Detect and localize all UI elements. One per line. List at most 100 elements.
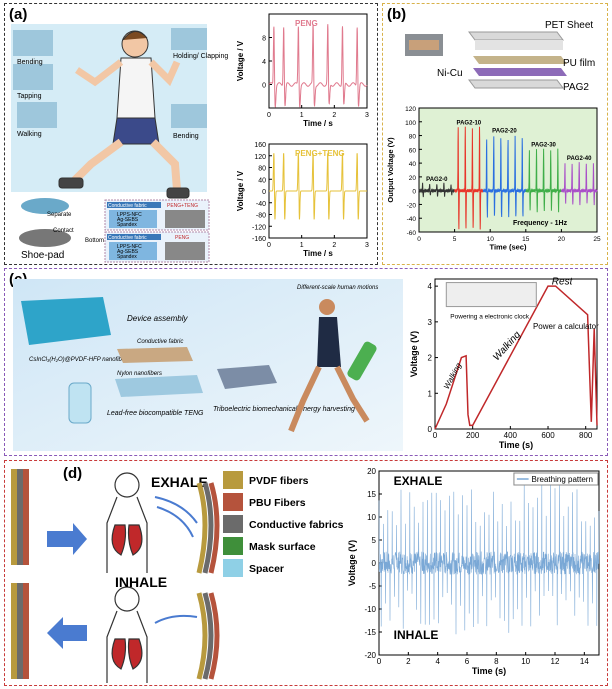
x-tick-label: 2: [406, 657, 411, 666]
series-line: [482, 135, 527, 218]
y-tick-label: -40: [407, 216, 417, 223]
panel-a-label: (a): [9, 6, 28, 23]
y-tick-label: -80: [256, 213, 266, 220]
y-tick-label: 0: [262, 189, 266, 196]
x-tick-label: 10: [487, 236, 495, 243]
y-tick-label: 0: [372, 559, 377, 568]
panel-d-label: (d): [63, 465, 83, 482]
motion-label: Bending: [173, 133, 199, 140]
device-label: PENG+TENG: [167, 203, 198, 209]
y-tick-label: -20: [407, 202, 417, 209]
pag-label: PAG2: [563, 82, 589, 93]
x-tick-label: 2: [332, 112, 336, 119]
series-label: PAG2-30: [531, 142, 556, 148]
x-tick-label: 1: [300, 112, 304, 119]
y-tick-label: 40: [409, 161, 417, 168]
x-tick-label: 0: [267, 242, 271, 249]
panel-a-illustration: Bending Tapping Walking Holding/ Clappin…: [11, 24, 228, 263]
legend-swatch: [223, 537, 243, 555]
y-tick-label: 80: [258, 166, 266, 173]
y-tick-label: 5: [372, 536, 377, 545]
series-label: PAG2-40: [567, 156, 592, 162]
x-tick-label: 6: [465, 657, 470, 666]
lead-free-label: Lead-free biocompatible TENG: [107, 410, 204, 417]
legend-label: Mask surface: [249, 541, 316, 553]
x-tick-label: 12: [551, 657, 560, 666]
x-tick-label: 800: [579, 431, 593, 440]
y-tick-label: 80: [409, 134, 417, 141]
mask-layers-left: [11, 469, 29, 679]
legend-swatch: [223, 493, 243, 511]
x-tick-label: 0: [267, 112, 271, 119]
contact-label: Contact: [53, 228, 74, 234]
shoe-stack: Separate Contact Bottom Shoe-pad: [19, 198, 104, 261]
motion-label: Walking: [17, 131, 42, 138]
human-inhale: [106, 586, 148, 683]
plot-frame: [418, 107, 598, 233]
x-tick-label: 0: [377, 657, 382, 666]
series-label: PAG2-0: [426, 177, 448, 183]
runner-c-figure: [288, 299, 370, 433]
x-tick-label: 400: [504, 431, 518, 440]
panel-b-label: (b): [387, 6, 407, 23]
y-tick-label: 40: [258, 177, 266, 184]
x-tick-label: 200: [466, 431, 480, 440]
x-tick-label: 0: [433, 431, 438, 440]
y-tick-label: -5: [369, 582, 377, 591]
layer-label: Spandex: [117, 254, 137, 260]
device-box-top: Conductive fabric PENG+TENG LPPS-NFC Ag-…: [104, 199, 210, 231]
mask-layers-right: [196, 482, 220, 680]
y-tick-label: -10: [364, 605, 376, 614]
series-line: [378, 481, 600, 635]
conductive-label: Conductive fabric: [137, 339, 183, 345]
y-axis-label: Output Voltage (V): [386, 137, 395, 203]
y-axis-label: Voltage / V: [236, 170, 245, 211]
human-exhale: [106, 472, 148, 573]
x-tick-label: 1: [300, 242, 304, 249]
y-axis-label: Voltage / V: [236, 40, 245, 81]
clock-photo: [445, 282, 537, 308]
x-tick-label: 5: [453, 236, 457, 243]
y-tick-label: 60: [409, 147, 417, 154]
layer-label: Ag-SEBS: [117, 217, 139, 223]
x-axis-label: Time / s: [303, 119, 333, 128]
pet-label: PET Sheet: [545, 20, 593, 31]
x-tick-label: 25: [593, 236, 601, 243]
fabric-label: Conductive fabric: [108, 235, 147, 241]
y-tick-label: -15: [364, 628, 376, 637]
motion-label: Tapping: [17, 93, 42, 100]
series-line: [560, 162, 598, 206]
legend-swatch: [223, 515, 243, 533]
y-tick-label: -160: [252, 236, 266, 243]
x-tick-label: 3: [365, 242, 369, 249]
y-tick-label: 120: [405, 106, 416, 113]
device-label: PENG: [175, 235, 189, 241]
y-tick-label: 10: [367, 513, 376, 522]
x-tick-label: 8: [494, 657, 499, 666]
y-axis-label: Voltage (V): [409, 331, 419, 377]
series-line: [434, 285, 598, 430]
pu-label: PU film: [563, 58, 595, 69]
chart-annotation: Rest: [552, 276, 574, 287]
series-label: PENG+TENG: [295, 149, 345, 158]
layer-label: Spandex: [117, 222, 137, 228]
y-tick-label: 100: [405, 120, 416, 127]
motion-label: Holding/ Clapping: [173, 53, 228, 60]
fabric-label: Conductive fabric: [108, 203, 147, 209]
inhale-label: INHALE: [115, 574, 167, 590]
y-tick-label: 4: [262, 59, 266, 66]
tribo-label: Triboelectric biomechanical energy harve…: [213, 406, 355, 413]
y-tick-label: -60: [407, 230, 417, 237]
nicu-label: Ni-Cu: [437, 68, 463, 79]
device-box-bottom: Conductive fabric PENG LPPS-NFC Ag-SEBS …: [104, 231, 210, 263]
motion-tiles: [13, 28, 207, 128]
chart-annotation: Walking: [491, 329, 523, 363]
x-axis-label: Time / s: [303, 249, 333, 258]
